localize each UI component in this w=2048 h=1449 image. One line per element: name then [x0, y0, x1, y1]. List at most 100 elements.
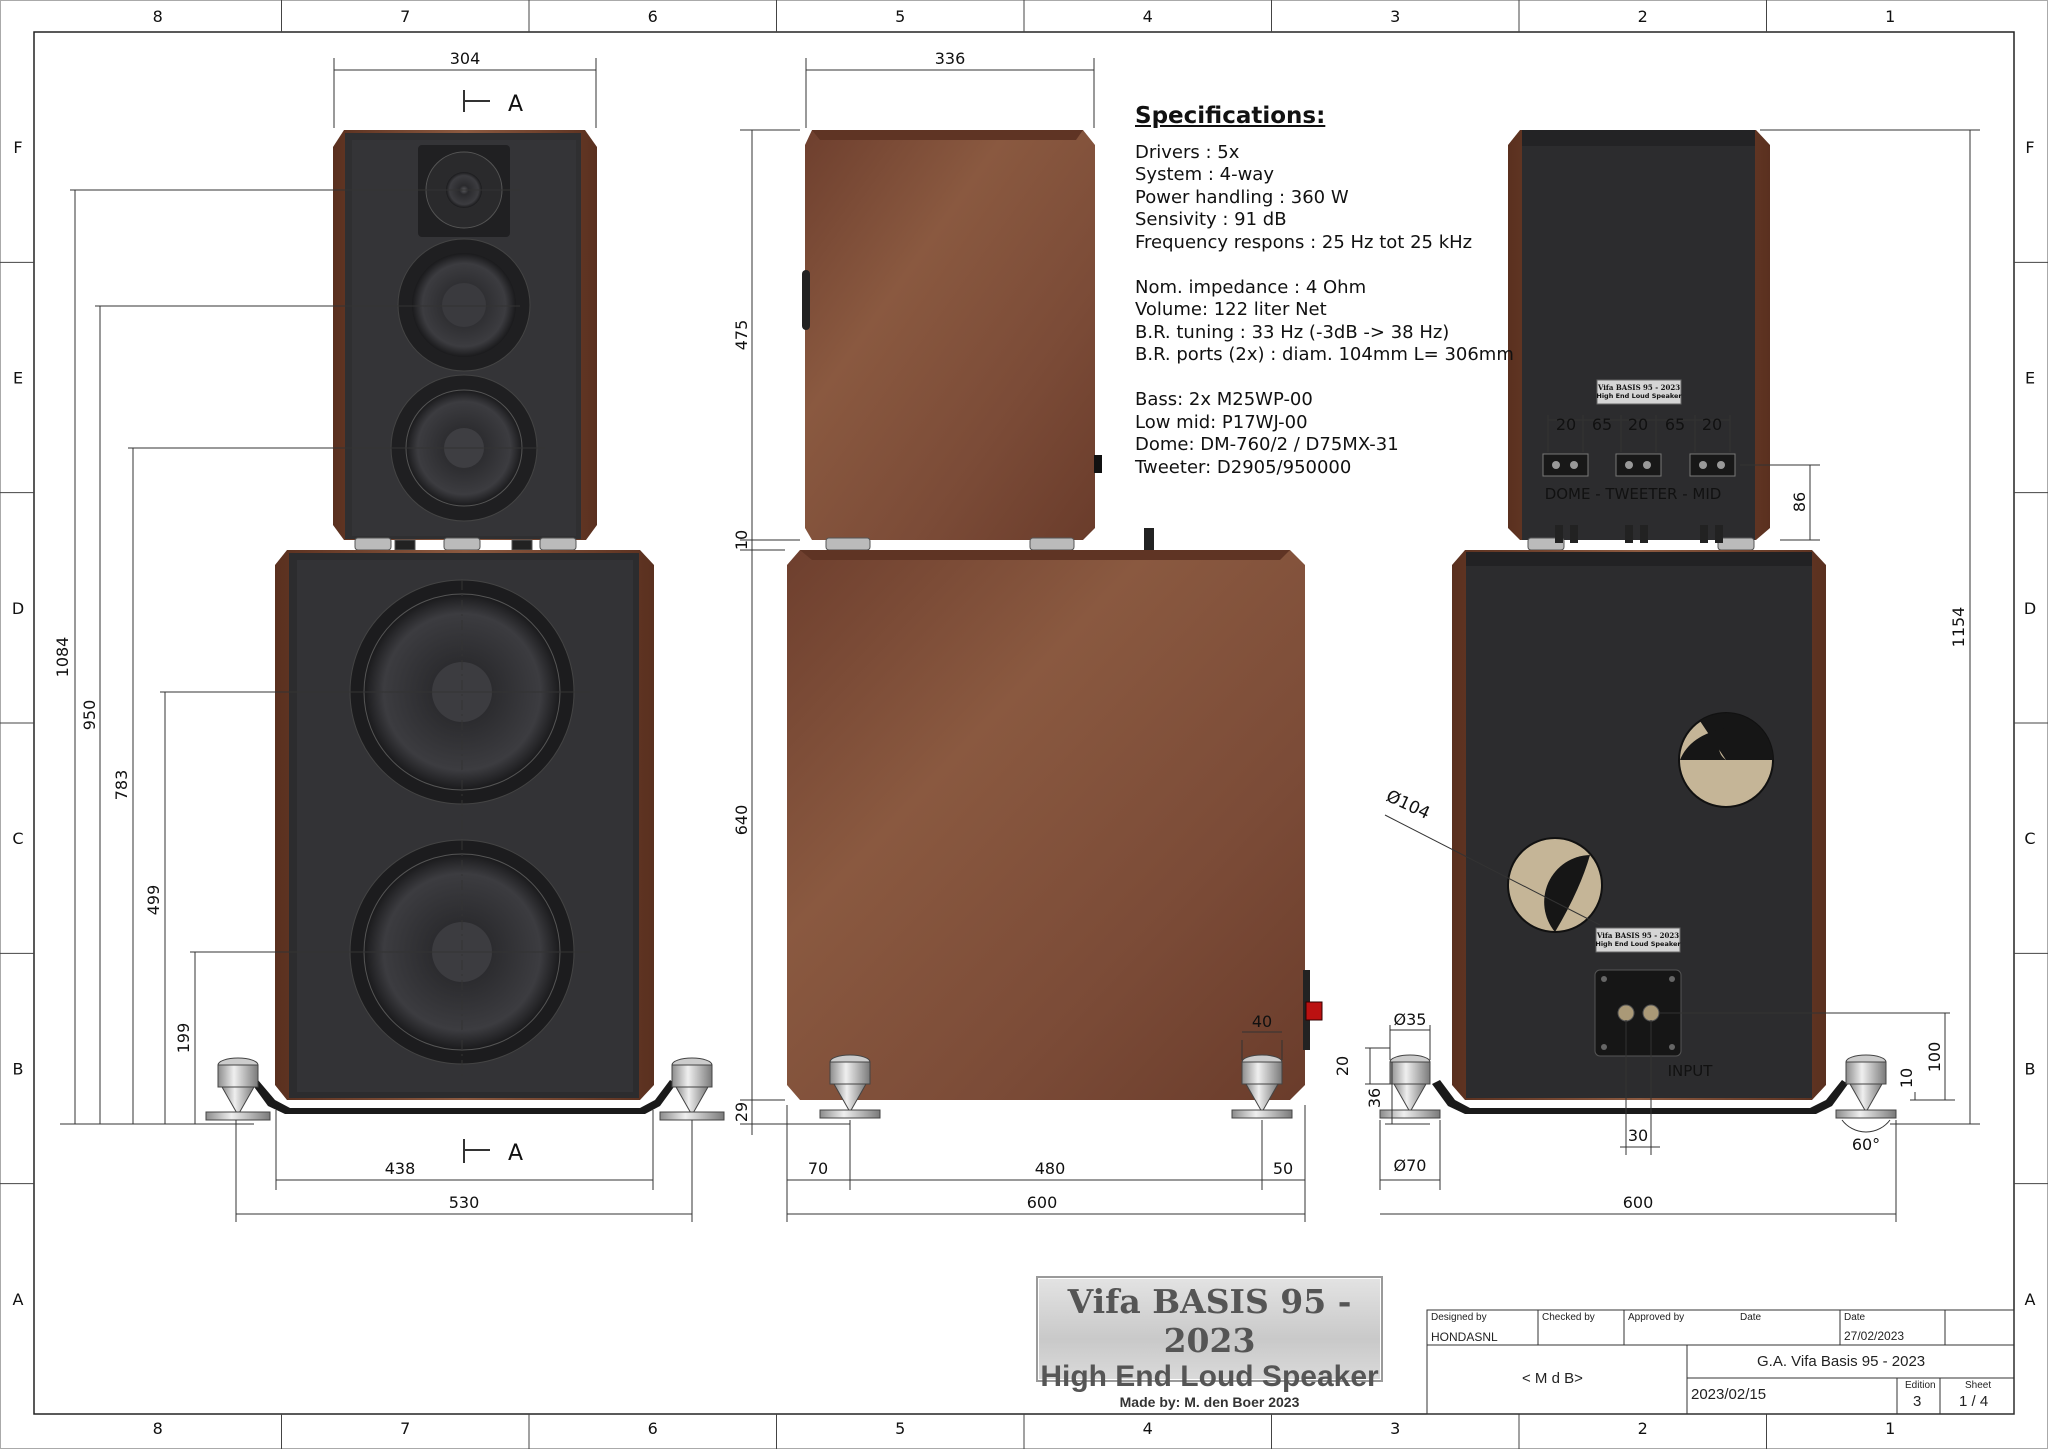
zone-row-label: B: [2025, 1060, 2036, 1079]
bass-reflex-port-upper-icon: [1678, 712, 1774, 808]
tb-drawing-date: 2023/02/15: [1691, 1386, 1767, 1403]
rear-spike-right-icon: [1835, 1054, 1897, 1119]
rear-terminals-top: [1542, 453, 1736, 477]
spec-line: Dome: DM-760/2 / D75MX-31: [1135, 434, 1399, 456]
tb-date2-label: Date: [1844, 1312, 1866, 1323]
name-plate: Vifa BASIS 95 - 2023 High End Loud Speak…: [1036, 1276, 1383, 1410]
tb-company: < M d B>: [1522, 1370, 1583, 1387]
dim-height-199: 199: [174, 1023, 193, 1054]
front-spike-left-icon: [205, 1057, 271, 1121]
dim-terminal-2: 65: [1592, 415, 1612, 434]
rear-spike-left-icon: [1379, 1054, 1441, 1119]
dim-front-base-width: 438: [385, 1159, 416, 1178]
dim-height-1084: 1084: [53, 637, 72, 678]
section-label-top: A: [508, 92, 523, 117]
spec-line: B.R. tuning : 33 Hz (-3dB -> 38 Hz): [1135, 321, 1450, 343]
dim-terminal-4: 65: [1665, 415, 1685, 434]
dim-terminal-height: 86: [1790, 492, 1809, 512]
zone-row-label: A: [2025, 1290, 2036, 1309]
spec-line: B.R. ports (2x) : diam. 104mm L= 306mm: [1135, 344, 1514, 366]
zone-column-label: 8: [153, 1419, 163, 1438]
tb-drawing-title: G.A. Vifa Basis 95 - 2023: [1757, 1353, 1926, 1370]
rear-plinth: [1432, 1080, 1848, 1114]
front-spike-right-icon: [659, 1057, 725, 1121]
front-isolators: [354, 537, 577, 551]
dim-input-height: 100: [1925, 1042, 1944, 1073]
zone-column-label: 3: [1390, 1419, 1400, 1438]
dim-height-499: 499: [144, 885, 163, 916]
dim-front-top-width: 304: [450, 49, 481, 68]
rear-top-badge-line2: High End Loud Speaker: [1596, 392, 1682, 400]
spec-group-general: Drivers : 5x System : 4-way Power handli…: [1135, 142, 1555, 255]
dim-terminal-5: 20: [1702, 415, 1722, 434]
dim-terminal-1: 20: [1556, 415, 1576, 434]
zone-column-label: 4: [1143, 7, 1153, 26]
dim-side-top-depth: 336: [935, 49, 966, 68]
bass-reflex-port-lower-icon: [1507, 837, 1603, 933]
zone-column-label: 3: [1390, 7, 1400, 26]
dimension-lines: [60, 58, 1980, 1222]
tb-approved-by-label: Approved by: [1628, 1312, 1685, 1323]
zone-row-label: E: [2025, 369, 2035, 388]
rear-bass-badge-line2: High End Loud Speaker: [1595, 940, 1681, 948]
zone-column-label: 1: [1885, 1419, 1895, 1438]
tb-edition-label: Edition: [1905, 1380, 1936, 1391]
dim-height-783: 783: [112, 770, 131, 801]
zone-column-label: 8: [153, 7, 163, 26]
side-top-cabinet: [805, 130, 1095, 540]
dim-side-foot-offset-right: 50: [1273, 1159, 1293, 1178]
terminal-label: DOME - TWEETER - MID: [1545, 485, 1722, 503]
dimension-labels: 304 A A 1084 950 783 499 199 438 530 336…: [53, 49, 1968, 1212]
spec-line: Low mid: P17WJ-00: [1135, 411, 1308, 433]
rear-bass-badge-line1: Vifa BASIS 95 - 2023: [1596, 931, 1679, 940]
dim-spike-length: 36: [1365, 1088, 1384, 1108]
dim-spike-height: 20: [1333, 1056, 1352, 1076]
plate-maker: Made by: M. den Boer 2023: [1119, 1394, 1300, 1410]
rear-top-badge-line1: Vifa BASIS 95 - 2023: [1597, 383, 1680, 392]
tb-designed-by: HONDASNL: [1431, 1330, 1498, 1344]
zone-column-label: 4: [1143, 1419, 1153, 1438]
rear-view: Vifa BASIS 95 - 2023 High End Loud Speak…: [1379, 130, 1897, 1119]
rear-isolators: [1527, 525, 1755, 551]
tb-date-label: Date: [1740, 1312, 1762, 1323]
title-block-frame: [1426, 1309, 2015, 1415]
dim-side-bottom-height: 640: [732, 805, 751, 836]
dim-input-offset: 10: [1897, 1068, 1916, 1088]
plate-title: Vifa BASIS 95 - 2023: [1067, 1282, 1352, 1360]
dim-front-feet-width: 530: [449, 1193, 480, 1212]
dim-side-foot-width: 40: [1252, 1012, 1272, 1031]
zone-column-label: 6: [648, 7, 658, 26]
dim-input-spacing: 30: [1628, 1126, 1648, 1145]
zone-row-label: D: [2024, 599, 2036, 618]
spec-line: System : 4-way: [1135, 164, 1274, 186]
dim-side-foot-height: 29: [732, 1102, 751, 1122]
dim-side-foot-span: 480: [1035, 1159, 1066, 1178]
front-view: [205, 130, 725, 1121]
dim-side-foot-offset-left: 70: [808, 1159, 828, 1178]
zone-row-label: C: [12, 829, 23, 848]
dim-rear-depth: 600: [1623, 1193, 1654, 1212]
zone-column-label: 2: [1638, 7, 1648, 26]
dim-height-950: 950: [80, 700, 99, 731]
zone-row-label: F: [2025, 138, 2034, 157]
tb-designed-by-label: Designed by: [1431, 1312, 1487, 1323]
tb-date: 27/02/2023: [1844, 1329, 1905, 1343]
tb-sheet-label: Sheet: [1965, 1380, 1992, 1391]
spec-line: Volume: 122 liter Net: [1135, 299, 1327, 321]
dim-side-gap: 10: [732, 530, 751, 550]
spec-group-acoustic: Nom. impedance : 4 Ohm Volume: 122 liter…: [1135, 277, 1555, 367]
zone-column-label: 5: [895, 7, 905, 26]
side-bass-cabinet: [787, 550, 1305, 1100]
zone-row-label: F: [13, 138, 22, 157]
zone-row-label: A: [13, 1290, 24, 1309]
rear-bass-badge: [1595, 927, 1681, 953]
front-plinth: [252, 1080, 676, 1114]
zone-column-label: 7: [400, 1419, 410, 1438]
tb-edition: 3: [1913, 1393, 1922, 1410]
dim-foot-diameter: Ø70: [1394, 1156, 1427, 1175]
spec-line: Nom. impedance : 4 Ohm: [1135, 276, 1367, 298]
zone-row-label: B: [13, 1060, 24, 1079]
spec-line: Sensivity : 91 dB: [1135, 209, 1287, 231]
